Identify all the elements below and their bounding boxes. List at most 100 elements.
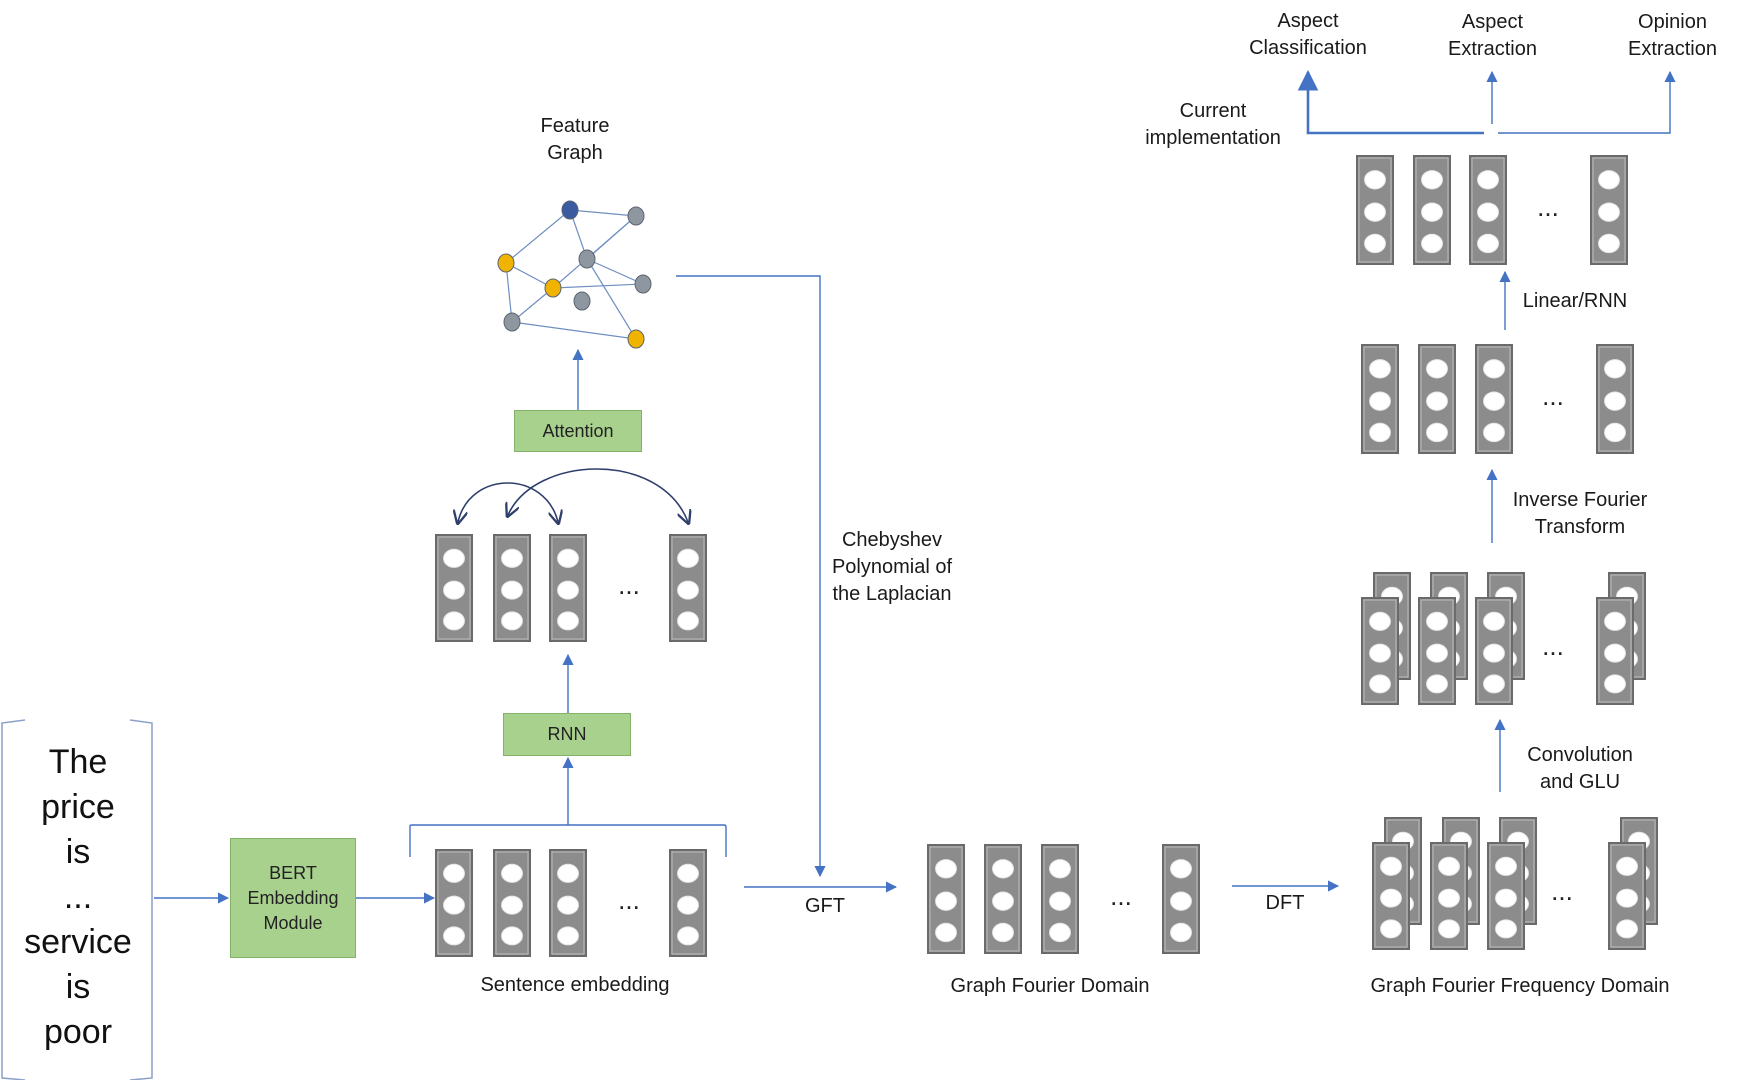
vector-cell (992, 859, 1014, 879)
vector-highlight (1363, 346, 1397, 452)
frequency-domain-ellipsis: ... (1551, 876, 1573, 906)
vector-cell (992, 922, 1014, 943)
vector-cell (1369, 611, 1391, 631)
vector-highlight (1164, 846, 1198, 952)
feature-graph-label: Feature Graph (540, 115, 610, 164)
arc-2 (508, 468, 688, 522)
vector-highlight (495, 536, 529, 640)
vector-cell (1483, 611, 1505, 631)
rnn-output-vector (435, 534, 473, 642)
vector-cell (501, 611, 523, 631)
vector-cell (557, 895, 579, 915)
sentence-embedding-label: Sentence embedding (480, 974, 670, 996)
graph-node (578, 249, 596, 269)
vector-cell (1483, 643, 1505, 663)
convolution-output-ellipsis: ... (1542, 631, 1564, 661)
graph-edge (552, 215, 637, 289)
inverse-fourier-output-vector (1418, 344, 1456, 454)
linear-rnn-label: Linear/RNN (1522, 290, 1628, 312)
vector-highlight (1471, 157, 1505, 263)
attention-module: Attention (514, 410, 642, 452)
vector-cell (1369, 674, 1391, 694)
vector-cell (1438, 856, 1460, 876)
vector-cell (1483, 674, 1505, 694)
vector-highlight (671, 851, 705, 955)
vector-cell (1369, 359, 1391, 379)
input-bracket (1, 719, 153, 1080)
vector-cell (677, 863, 699, 883)
vector-cell (1426, 611, 1448, 631)
linear-rnn-output-vector (1413, 155, 1451, 265)
frequency-domain-vector-front (1487, 842, 1525, 950)
vector-cell (557, 548, 579, 568)
inverse-fourier-output-vector (1596, 344, 1634, 454)
vector-highlight (551, 851, 585, 955)
vector-cell (1364, 233, 1386, 254)
vector-highlight (1598, 346, 1632, 452)
vector-cell (557, 863, 579, 883)
vector-highlight (671, 536, 705, 640)
opinion-extraction-output: Opinion Extraction (1628, 11, 1717, 60)
dependency-arcs (458, 468, 688, 522)
graph-fourier-domain-label: Graph Fourier Domain (950, 975, 1150, 997)
graph-node (634, 274, 652, 294)
vector-highlight (1043, 846, 1077, 952)
graph-node (497, 253, 515, 273)
vector-cell (1604, 643, 1626, 663)
linear-rnn-output-vector (1356, 155, 1394, 265)
vector-cell (1598, 170, 1620, 190)
vector-highlight (437, 851, 471, 955)
vector-cell (501, 580, 523, 600)
vector-cell (501, 863, 523, 883)
dft-label: DFT (1265, 892, 1305, 914)
frequency-domain-vector-front (1608, 842, 1646, 950)
vector-cell (1049, 891, 1071, 911)
vector-cell (443, 895, 465, 915)
graph-edge (511, 321, 637, 340)
vector-cell (1421, 170, 1443, 190)
vector-cell (1364, 170, 1386, 190)
vector-cell (1604, 391, 1626, 411)
arc-1 (458, 482, 558, 522)
graph-node (627, 206, 645, 226)
rnn-output-vector (493, 534, 531, 642)
vector-highlight (1358, 157, 1392, 263)
vector-cell (1438, 919, 1460, 939)
arrow-opinion-extraction (1498, 70, 1676, 134)
vector-columns: ..................... (435, 155, 1658, 957)
aspect-classification-output: Aspect Classification (1249, 10, 1367, 59)
vector-cell (1477, 233, 1499, 254)
linear-rnn-output-ellipsis: ... (1537, 192, 1559, 222)
frequency-domain-vector-front (1372, 842, 1410, 950)
graph-fourier-domain-vector (927, 844, 965, 954)
graph-fourier-domain-vector (1041, 844, 1079, 954)
inverse-fourier-output-vector (1361, 344, 1399, 454)
convolution-output-vector-front (1361, 597, 1399, 705)
vector-highlight (929, 846, 963, 952)
inverse-fourier-label: Inverse Fourier Transform (1512, 489, 1648, 538)
arrow-current-implementation (1297, 69, 1484, 135)
vector-highlight (1415, 157, 1449, 263)
vector-cell (443, 926, 465, 946)
vector-cell (1426, 674, 1448, 694)
vector-cell (1380, 888, 1402, 908)
vector-cell (677, 580, 699, 600)
graph-node (561, 200, 579, 220)
graph-node (573, 291, 591, 311)
vector-highlight (1610, 844, 1644, 948)
vector-cell (1598, 233, 1620, 254)
sentence-embedding-vector (435, 849, 473, 957)
vector-cell (1616, 856, 1638, 876)
graph-edge (505, 262, 554, 289)
vector-cell (1426, 359, 1448, 379)
graph-fourier-domain-vector (1162, 844, 1200, 954)
vector-cell (1170, 922, 1192, 943)
vector-cell (1616, 919, 1638, 939)
vector-cell (1049, 922, 1071, 943)
rnn-output-vector (549, 534, 587, 642)
rnn-module: RNN (503, 713, 631, 756)
graph-edge (569, 209, 637, 217)
graph-node (627, 329, 645, 349)
vector-cell (443, 863, 465, 883)
